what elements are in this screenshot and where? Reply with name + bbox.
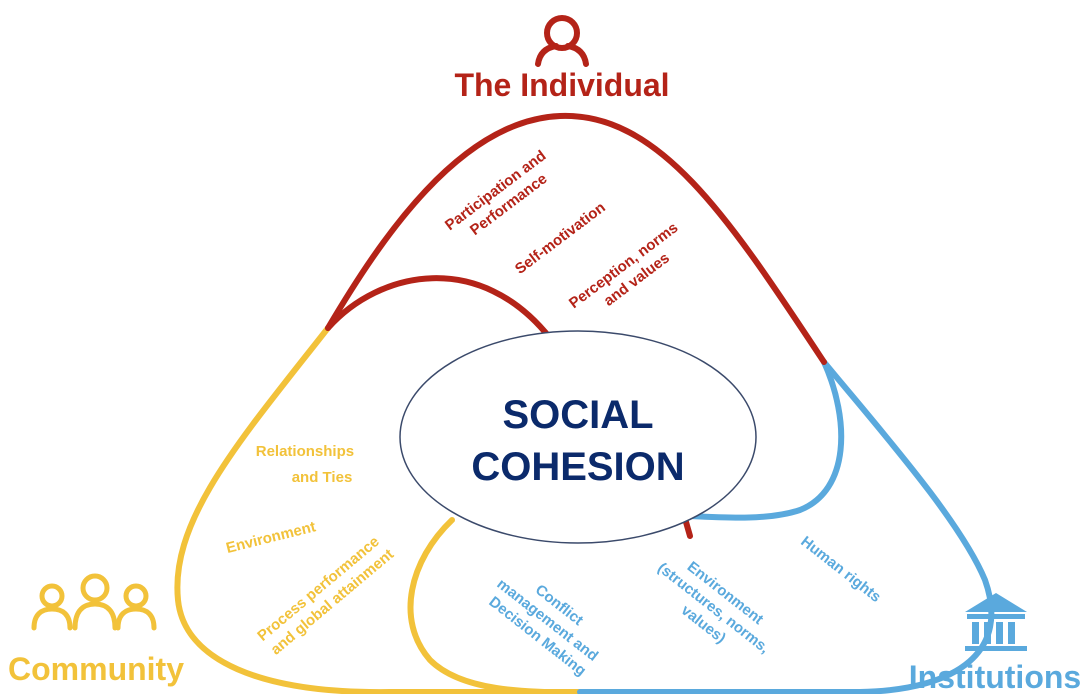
individual-title: The Individual [454, 67, 669, 103]
community-inner-loop [407, 517, 603, 694]
center-title-line1: SOCIAL [502, 393, 653, 437]
institutions-item-line: Human rights [797, 533, 884, 606]
institutions-loop [577, 359, 995, 694]
center-ellipse [399, 330, 757, 544]
individual-item-line: Self-motivation [512, 199, 609, 278]
institutions-title: Institutions [909, 659, 1081, 694]
svg-text:Process performance and: Process performance and global attainmen… [254, 530, 398, 659]
community-item-line: Relationships [256, 443, 354, 460]
svg-text:Environment (structures,: Environment (structures, norms, values) [643, 544, 788, 674]
person-outline-icon [535, 15, 589, 67]
institutions-item-environment: Environment (structures, norms, values) [643, 544, 788, 674]
svg-text:Human rights: Human rights [797, 533, 884, 606]
individual-inner-arc [325, 275, 553, 341]
individual-loop [325, 112, 827, 365]
svg-text:Self-motivation: Self-motivation [512, 199, 609, 278]
individual-tick [683, 519, 693, 539]
community-item-process: Process performance and global attainmen… [254, 530, 398, 659]
institutions-item-human-rights: Human rights [797, 533, 884, 606]
community-item-line: Environment [224, 518, 317, 557]
community-item-line: Process performance [254, 533, 382, 645]
svg-text:Perception, norms and va: Perception, norms and values [566, 217, 696, 328]
bank-building-icon [965, 593, 1027, 651]
community-item-relationships: Relationships and Ties [256, 443, 359, 486]
institutions-item-conflict: Conflict management and Decision Making [482, 560, 616, 682]
community-title: Community [8, 651, 184, 687]
svg-text:Conflict management and: Conflict management and Decision Making [482, 560, 616, 682]
community-item-line: and Ties [292, 469, 353, 486]
svg-text:Environment: Environment [224, 518, 317, 557]
institutions-inner-loop [687, 359, 845, 521]
group-of-people-icon [31, 573, 157, 631]
community-item-environment: Environment [224, 518, 317, 557]
community-loop [174, 325, 603, 694]
community-item-line: and global attainment [267, 546, 397, 659]
individual-item-perception: Perception, norms and values [566, 217, 696, 328]
individual-item-self-motivation: Self-motivation [512, 199, 609, 278]
center-title-line2: COHESION [471, 445, 684, 489]
